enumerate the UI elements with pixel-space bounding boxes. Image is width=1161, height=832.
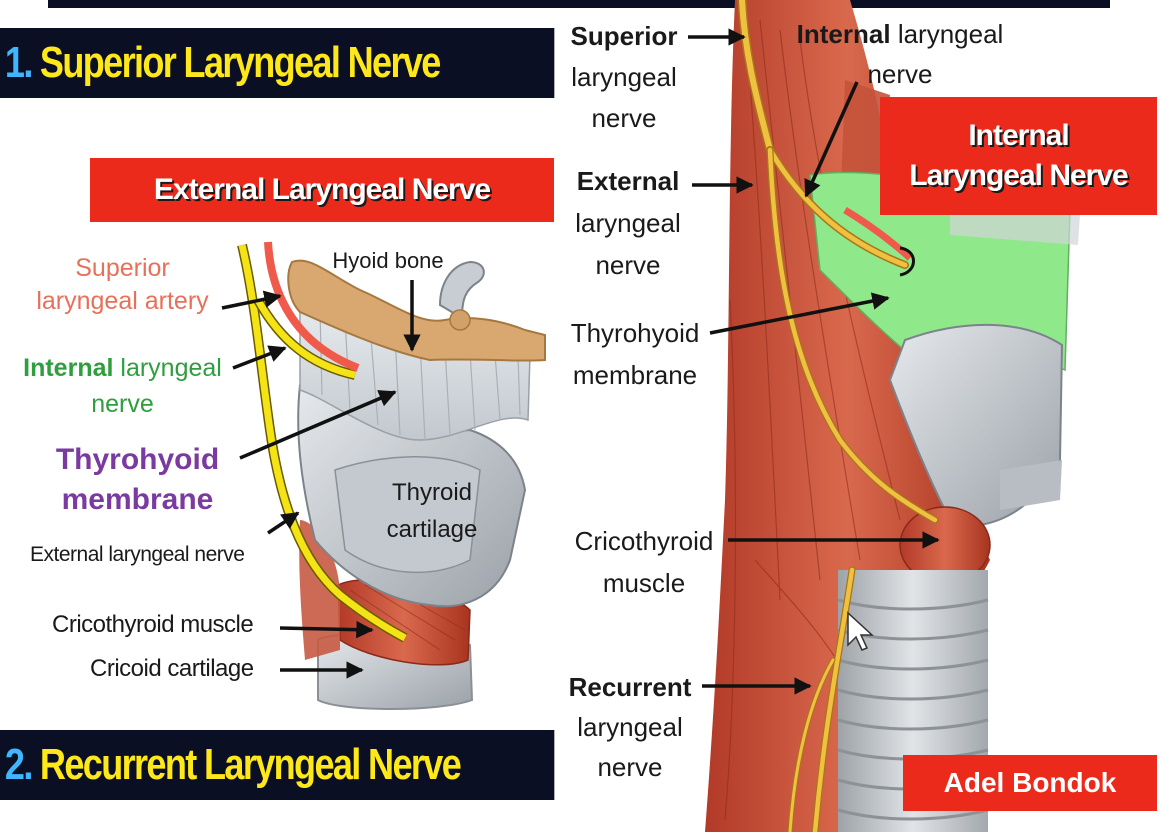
internal-laryngeal-nerve-label-left: Internal laryngeal nerve (10, 350, 235, 422)
external-right-line3: nerve (564, 244, 692, 286)
cricothyroid-muscle-label-right: Cricothyroid muscle (560, 520, 728, 604)
superior-laryngeal-artery-label: Superior laryngeal artery (20, 252, 225, 318)
hyoid-bone-label: Hyoid bone (332, 248, 443, 273)
banner-number-1: 1. (5, 38, 32, 88)
superior-right-line2: laryngeal (560, 57, 688, 98)
superior-laryngeal-nerve-label-right: Superior laryngeal nerve (560, 16, 688, 139)
recurrent-laryngeal-nerve-label: Recurrent laryngeal nerve (560, 667, 700, 787)
external-laryngeal-banner: External Laryngeal Nerve (90, 158, 554, 222)
recurrent-line1: Recurrent (560, 667, 700, 707)
superior-laryngeal-banner: 1. Superior Laryngeal Nerve (0, 28, 554, 98)
internal-bold-right: Internal (797, 19, 891, 49)
internal-right-line2: nerve (785, 54, 1015, 94)
external-laryngeal-banner-text: External Laryngeal Nerve (154, 173, 490, 207)
thyrohyoid-left-line1: Thyrohyoid (35, 440, 240, 480)
internal-laryngeal-banner-line2: Laryngeal Nerve (909, 156, 1127, 196)
cricothyroid-right-line1: Cricothyroid (560, 520, 728, 562)
banner-number-2: 2. (5, 740, 32, 790)
internal-rest-left: laryngeal (113, 354, 221, 382)
internal-rest-right: laryngeal (891, 19, 1004, 49)
cricoid-cartilage-label: Cricoid cartilage (90, 652, 254, 686)
author-badge: Adel Bondok (903, 755, 1157, 811)
internal-laryngeal-nerve-label-right: Internal laryngeal nerve (785, 14, 1015, 94)
thyroid-cartilage-label-2: cartilage (387, 516, 478, 543)
internal-laryngeal-banner-line1: Internal (968, 116, 1068, 156)
recurrent-laryngeal-banner: 2. Recurrent Laryngeal Nerve (0, 730, 554, 800)
thyroid-cartilage-label-1: Thyroid (392, 479, 472, 506)
internal-bold-left: Internal (23, 354, 113, 382)
banner-title-superior: Superior Laryngeal Nerve (40, 38, 440, 88)
recurrent-line2: laryngeal (560, 707, 700, 747)
cricothyroid-muscle-label-left: Cricothyroid muscle (52, 608, 253, 642)
internal-laryngeal-banner: Internal Laryngeal Nerve (880, 97, 1157, 215)
left-larynx-illustration (242, 242, 545, 709)
external-laryngeal-nerve-label-left: External laryngeal nerve (30, 538, 244, 572)
cricothyroid-right-line2: muscle (560, 562, 728, 604)
thyrohyoid-membrane-label-right: Thyrohyoid membrane (560, 312, 710, 396)
banner-title-recurrent: Recurrent Laryngeal Nerve (40, 740, 460, 790)
thyrohyoid-left-line2: membrane (35, 480, 240, 520)
recurrent-line3: nerve (560, 747, 700, 787)
author-name: Adel Bondok (944, 767, 1117, 799)
superior-right-line3: nerve (560, 98, 688, 139)
superior-right-line1: Superior (560, 16, 688, 57)
artery-label-line2: laryngeal artery (20, 285, 225, 318)
external-right-line1: External (564, 160, 692, 202)
external-laryngeal-nerve-label-right: External laryngeal nerve (564, 160, 692, 286)
external-right-line2: laryngeal (564, 202, 692, 244)
internal-label-left-line2: nerve (10, 386, 235, 422)
artery-label-line1: Superior (20, 252, 225, 285)
thyrohyoid-right-line1: Thyrohyoid (560, 312, 710, 354)
thyrohyoid-membrane-label-left: Thyrohyoid membrane (35, 440, 240, 520)
thyrohyoid-right-line2: membrane (560, 354, 710, 396)
